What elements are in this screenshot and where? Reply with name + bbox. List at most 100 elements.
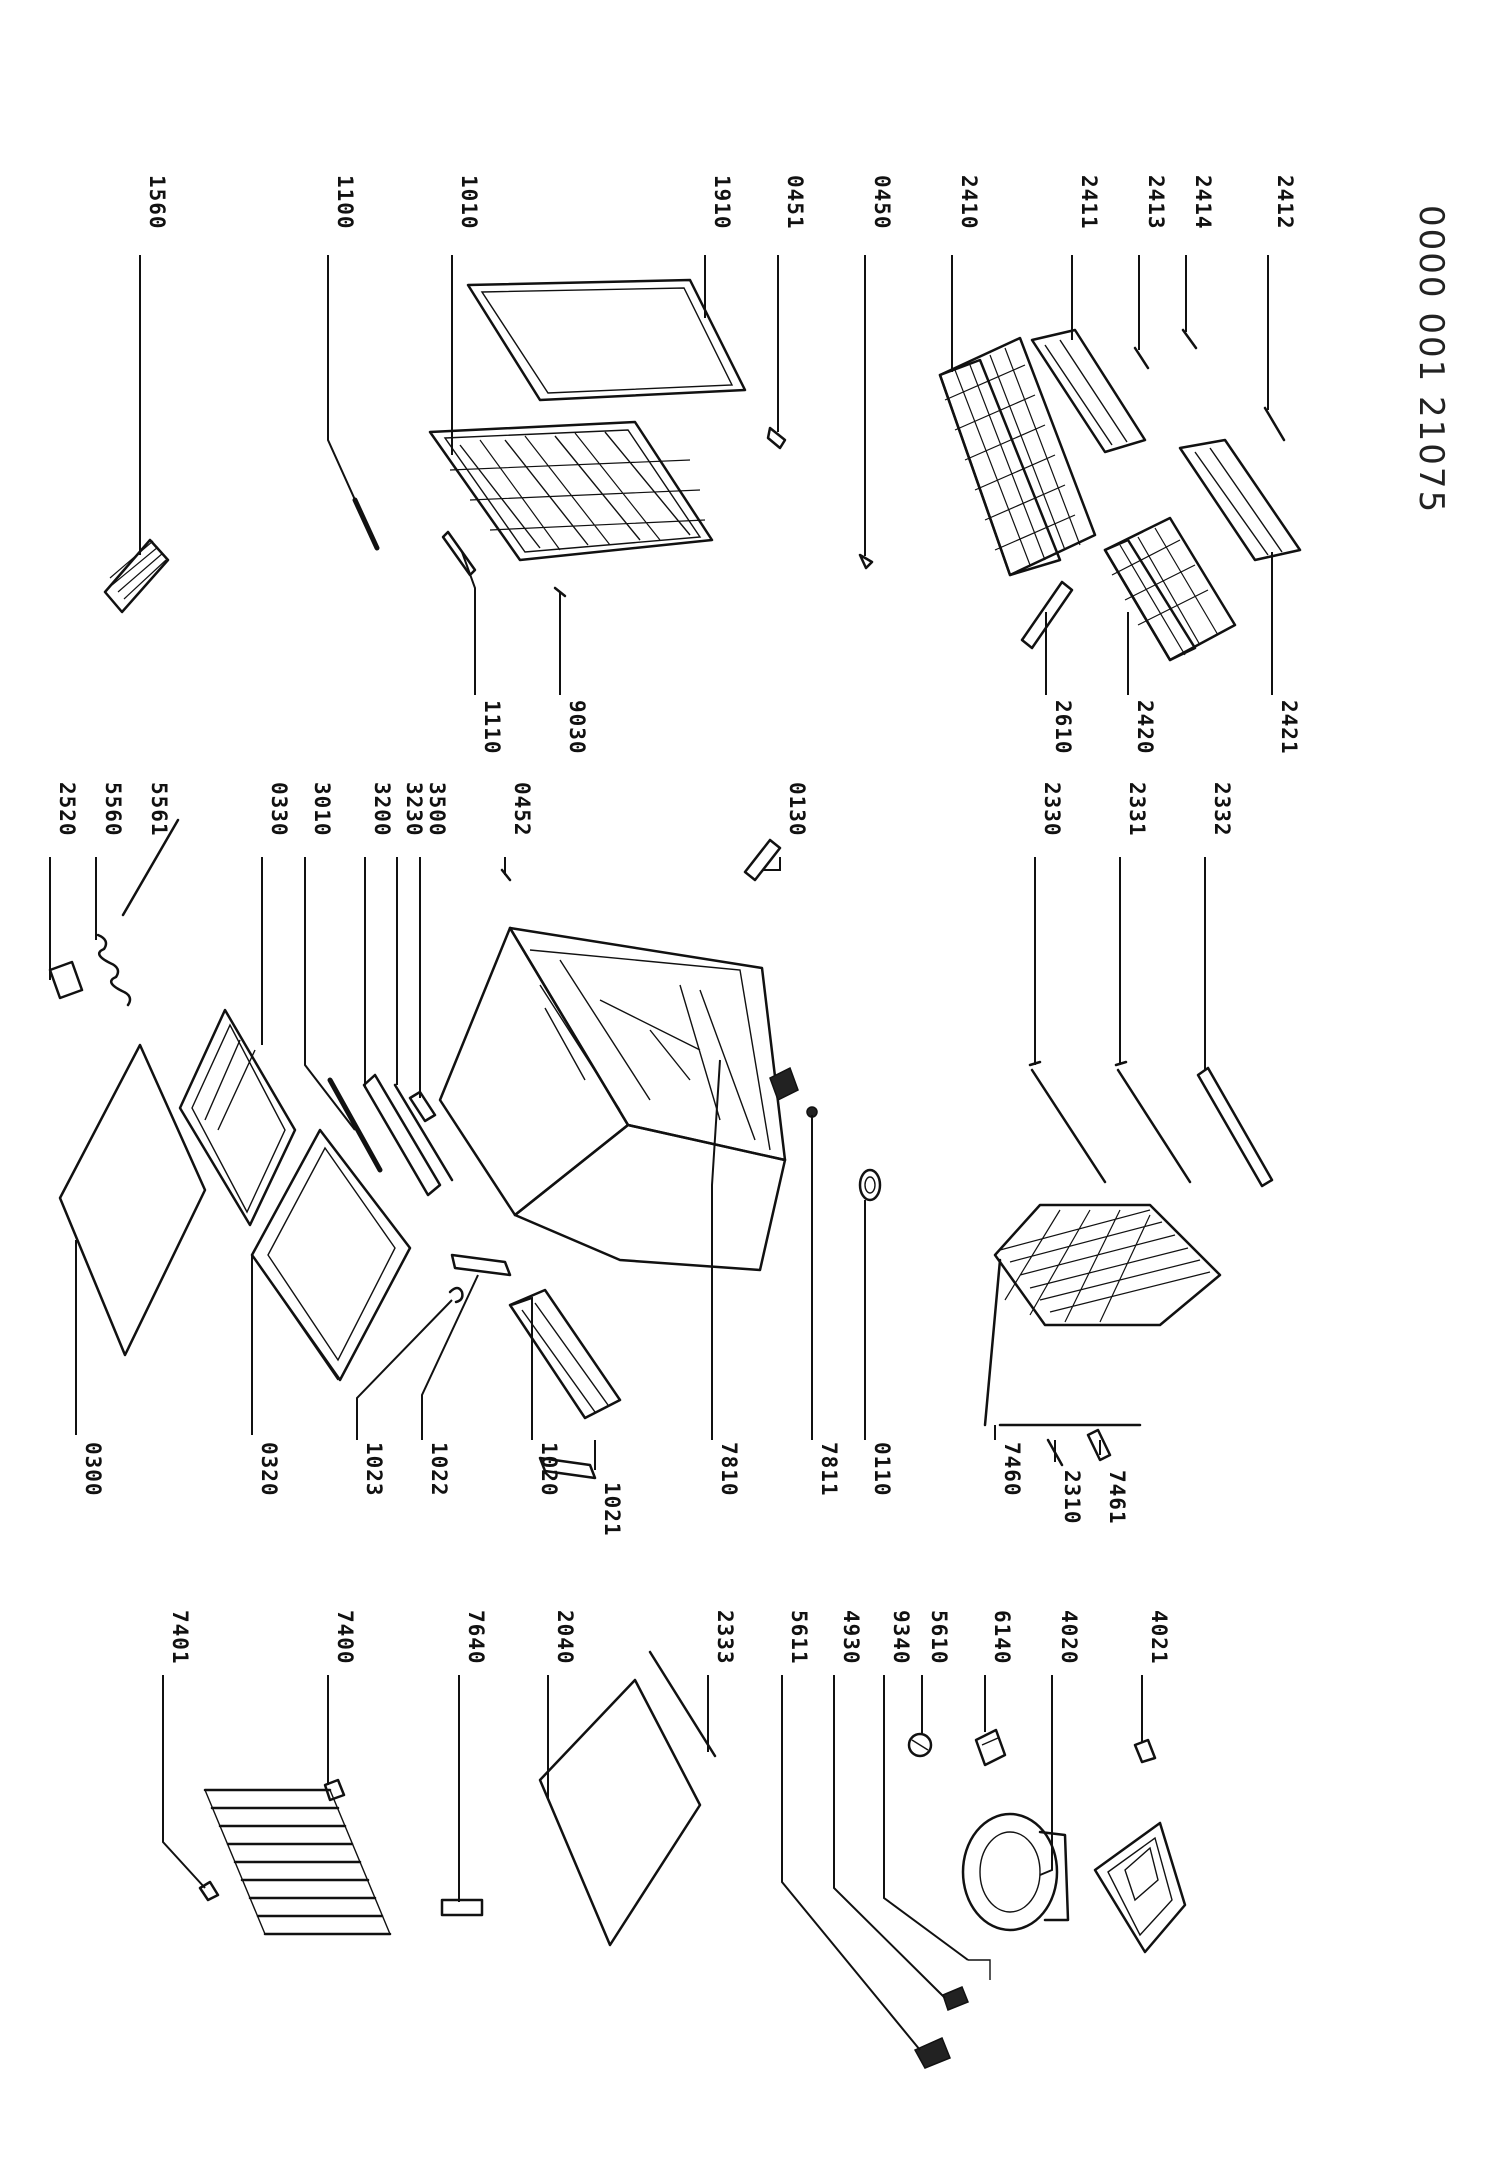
callout-label: 7461 xyxy=(1105,1470,1129,1525)
callout-label: 0300 xyxy=(81,1442,105,1497)
callout-label: 9340 xyxy=(889,1610,913,1665)
part-3500-clip xyxy=(408,1090,437,1123)
callout-label: 2420 xyxy=(1133,700,1157,755)
callout-label: 2413 xyxy=(1144,175,1168,230)
part-3230-rail xyxy=(393,1083,454,1182)
document-number: 0000 001 21075 xyxy=(1411,205,1451,514)
callout-label: 2040 xyxy=(553,1610,577,1665)
callout-label: 1023 xyxy=(362,1442,386,1497)
part-7460-shelf-rack xyxy=(983,1203,1222,1427)
callout-label: 3230 xyxy=(402,782,426,837)
part-1560-grille xyxy=(103,538,170,614)
part-7461-clip xyxy=(1086,1428,1112,1462)
callout-label: 1010 xyxy=(457,175,481,230)
leader-lines xyxy=(49,255,1273,2051)
callout-label: 0320 xyxy=(257,1442,281,1497)
part-3010-strip xyxy=(327,1077,383,1173)
callout-label: 0110 xyxy=(870,1442,894,1497)
callout-label: 2310 xyxy=(1060,1470,1084,1525)
part-2610-divider xyxy=(1020,580,1074,650)
callout-label: 7400 xyxy=(333,1610,357,1665)
callout-label: 4930 xyxy=(839,1610,863,1665)
part-0450-screw xyxy=(858,553,874,570)
callout-labels: 1560 1100 1010 1910 0451 0450 2410 2411 … xyxy=(55,175,1301,1665)
part-6140-capacitor xyxy=(974,1728,1007,1767)
callout-label: 7811 xyxy=(817,1442,841,1497)
part-1022-hinge-plate xyxy=(450,1253,512,1277)
part-0300-lid-panel xyxy=(58,1043,207,1357)
callout-label: 2412 xyxy=(1273,175,1297,230)
part-4021-grommet xyxy=(1133,1738,1157,1764)
callout-label: 4021 xyxy=(1147,1610,1171,1665)
part-2333-trim-strip xyxy=(648,1650,717,1758)
callout-label: 0451 xyxy=(783,175,807,230)
callout-label: 1022 xyxy=(427,1442,451,1497)
part-1021-bracket xyxy=(538,1456,597,1480)
callout-label: 7810 xyxy=(717,1442,741,1497)
callout-label: 5610 xyxy=(927,1610,951,1665)
part-7401-knob xyxy=(198,1880,220,1902)
part-0320-lid-frame xyxy=(250,1128,412,1382)
callout-label: 2332 xyxy=(1210,782,1234,837)
callout-label: 2410 xyxy=(957,175,981,230)
part-2332-rail xyxy=(1196,1066,1274,1188)
callout-label: 3200 xyxy=(370,782,394,837)
part-7640-sensor xyxy=(440,1898,484,1917)
part-2421-basket-front xyxy=(1178,438,1302,562)
part-drawings xyxy=(48,278,1302,2069)
part-1023-hook xyxy=(448,1286,464,1304)
part-2520-bracket xyxy=(48,960,84,1000)
callout-label: 0450 xyxy=(870,175,894,230)
callout-label: 1910 xyxy=(710,175,734,230)
part-2420-wire-basket xyxy=(1103,516,1237,662)
part-1010-door-liner xyxy=(428,420,714,562)
part-1110-latch xyxy=(441,530,477,577)
callout-label: 7640 xyxy=(464,1610,488,1665)
part-9340-pipe xyxy=(968,1959,991,1980)
part-7400-evaporator xyxy=(203,1778,392,1936)
callout-label: 2333 xyxy=(713,1610,737,1665)
callout-label: 2520 xyxy=(55,782,79,837)
callout-label: 0330 xyxy=(267,782,291,837)
part-2414-clip xyxy=(1181,328,1198,350)
callout-label: 9030 xyxy=(565,700,589,755)
part-2330-rail xyxy=(1028,1060,1107,1184)
part-2331-rail xyxy=(1114,1060,1192,1184)
callout-label: 2331 xyxy=(1125,782,1149,837)
callout-label: 2421 xyxy=(1277,700,1301,755)
callout-label: 0130 xyxy=(785,782,809,837)
callout-label: 2610 xyxy=(1051,700,1075,755)
part-5561-rod xyxy=(121,818,180,917)
callout-label: 2414 xyxy=(1191,175,1215,230)
callout-label: 5611 xyxy=(787,1610,811,1665)
callout-label: 1021 xyxy=(600,1482,624,1537)
part-1020-basket-tray xyxy=(508,1288,622,1420)
callout-label: 5561 xyxy=(147,782,171,837)
part-2413-clip xyxy=(1133,346,1150,370)
callout-label: 3500 xyxy=(425,782,449,837)
part-3200-rail xyxy=(362,1073,442,1197)
callout-label: 1560 xyxy=(145,175,169,230)
part-5560-spring xyxy=(96,933,132,1007)
callout-label: 2330 xyxy=(1040,782,1064,837)
callout-label: 6140 xyxy=(990,1610,1014,1665)
part-0330-lid-inner xyxy=(178,1008,297,1227)
part-base-plate xyxy=(1093,1821,1187,1954)
callout-label: 0452 xyxy=(510,782,534,837)
part-2412-strip xyxy=(1263,406,1286,442)
part-4930-foot xyxy=(942,1986,969,2011)
callout-label: 4020 xyxy=(1057,1610,1081,1665)
part-2040-glass-shelf xyxy=(538,1678,702,1947)
callout-label: 3010 xyxy=(310,782,334,837)
callout-label: 7401 xyxy=(168,1610,192,1665)
callout-label: 7460 xyxy=(1000,1442,1024,1497)
part-cabinet-body xyxy=(438,926,799,1272)
part-2410-wire-basket xyxy=(938,336,1097,577)
part-0130-cord-clip xyxy=(743,838,782,882)
callout-label: 1110 xyxy=(480,700,504,755)
callout-label: 2411 xyxy=(1077,175,1101,230)
callout-label: 1100 xyxy=(333,175,357,230)
part-5610-relay xyxy=(907,1732,933,1758)
part-0451-hinge xyxy=(766,426,787,450)
